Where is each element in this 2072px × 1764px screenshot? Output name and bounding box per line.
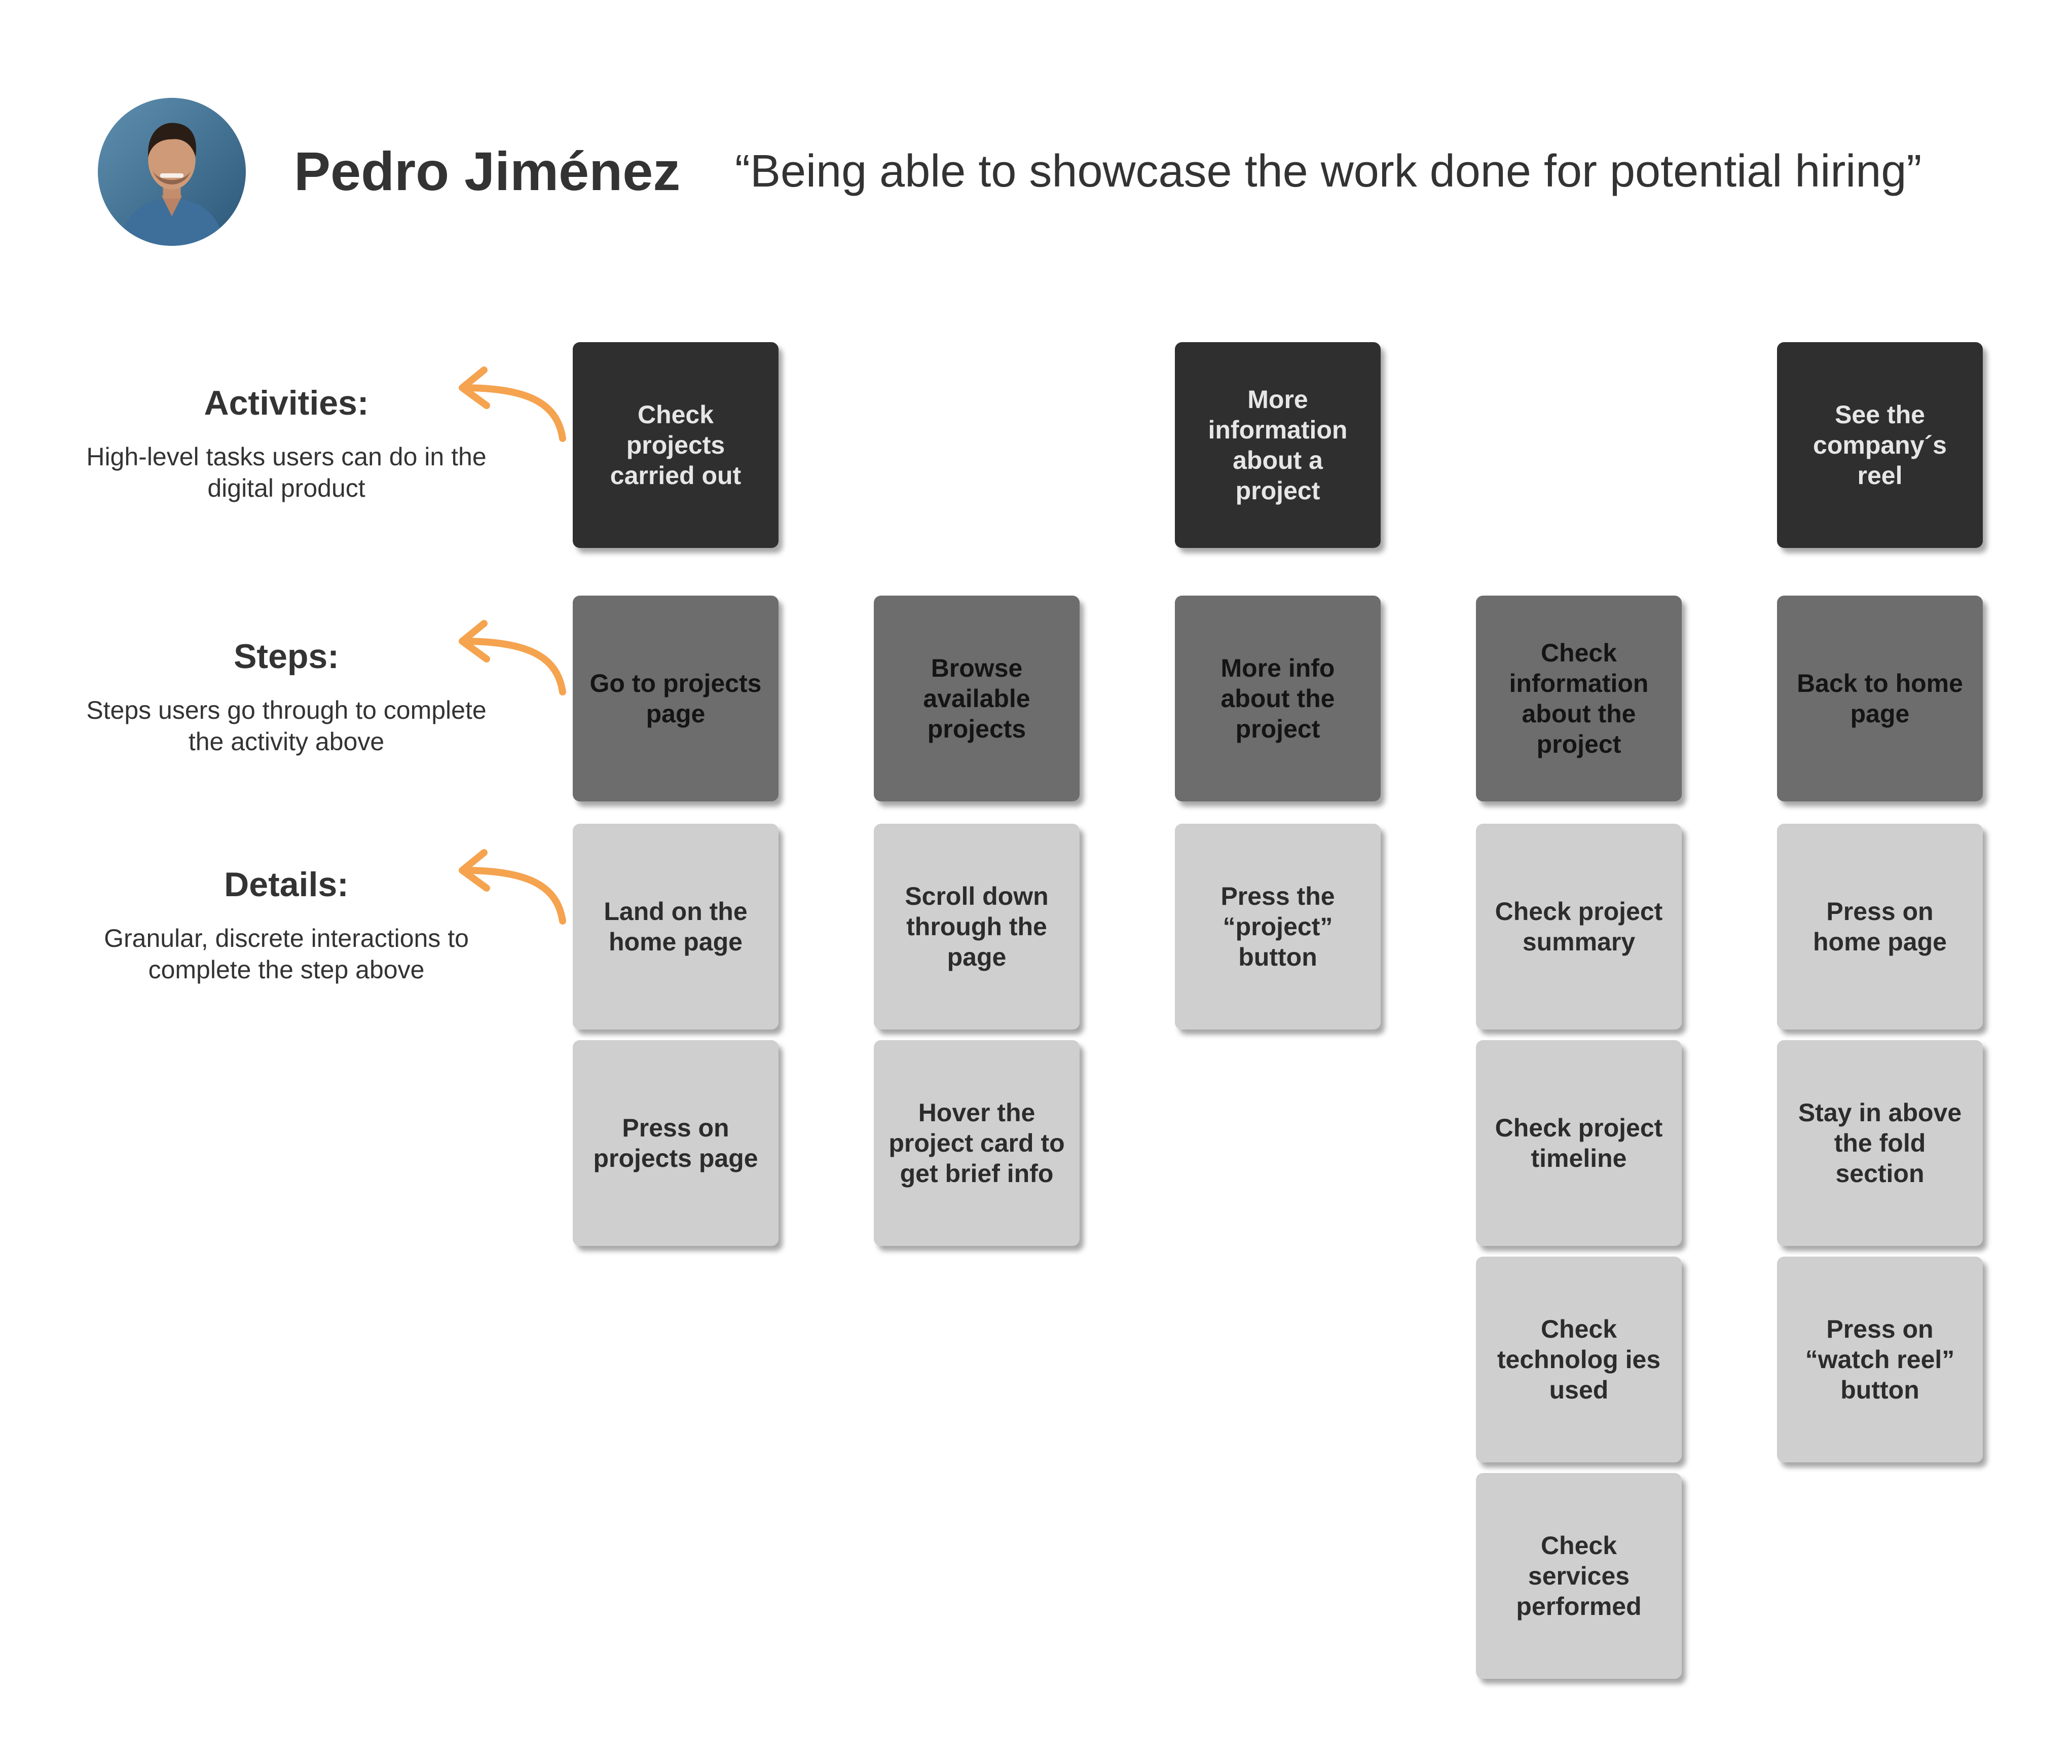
legend-steps-description: Steps users go through to complete the a…: [86, 696, 487, 756]
detail-card: Check services performed: [1476, 1473, 1682, 1679]
curved-arrow-icon: [459, 366, 566, 442]
detail-card: Press the “project” button: [1175, 824, 1381, 1030]
persona-name: Pedro Jiménez: [294, 140, 681, 202]
detail-card: Land on the home page: [573, 824, 779, 1030]
step-card: Check information about the project: [1476, 596, 1682, 801]
legend-steps-title: Steps:: [234, 637, 339, 676]
activity-card: Check projects carried out: [573, 342, 779, 548]
detail-card: Stay in above the fold section: [1777, 1040, 1983, 1246]
legend-details: Details: Granular, discrete interactions…: [76, 862, 497, 985]
legend-activities: Activities: High-level tasks users can d…: [76, 380, 497, 504]
legend-activities-description: High-level tasks users can do in the dig…: [86, 443, 487, 502]
activity-card: More information about a project: [1175, 342, 1381, 548]
activity-card: See the company´s reel: [1777, 342, 1983, 548]
step-card: Go to projects page: [573, 596, 779, 801]
step-card: Back to home page: [1777, 596, 1983, 801]
detail-card: Press on projects page: [573, 1040, 779, 1246]
persona-quote: “Being able to showcase the work done fo…: [735, 146, 1922, 197]
legend-steps: Steps: Steps users go through to complet…: [76, 634, 497, 757]
legend-details-title: Details:: [224, 865, 349, 904]
step-card: More info about the project: [1175, 596, 1381, 801]
curved-arrow-icon: [459, 849, 566, 925]
legend-activities-title: Activities:: [204, 384, 369, 422]
detail-card: Check technolog ies used: [1476, 1257, 1682, 1462]
detail-card: Scroll down through the page: [874, 824, 1080, 1030]
legend-details-description: Granular, discrete interactions to compl…: [104, 924, 469, 984]
detail-card: Hover the project card to get brief info: [874, 1040, 1080, 1246]
curved-arrow-icon: [459, 620, 566, 695]
detail-card: Check project summary: [1476, 824, 1682, 1030]
persona-avatar: [98, 98, 246, 246]
detail-card: Press on “watch reel” button: [1777, 1257, 1983, 1462]
step-card: Browse available projects: [874, 596, 1080, 801]
detail-card: Check project timeline: [1476, 1040, 1682, 1246]
detail-card: Press on home page: [1777, 824, 1983, 1030]
